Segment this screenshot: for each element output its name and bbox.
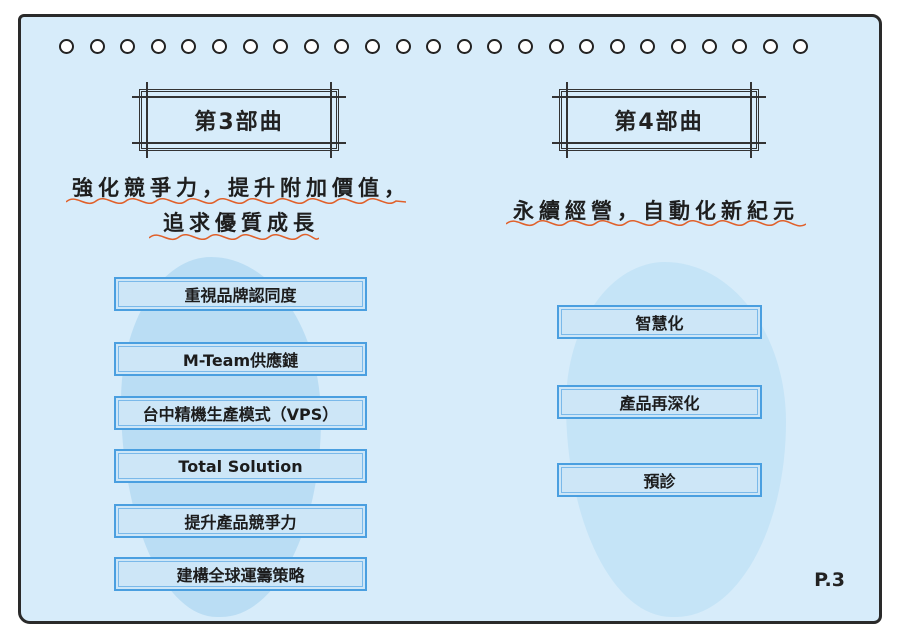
left-heading-squiggle-2 (149, 233, 319, 241)
right-item-label: 產品再深化 (619, 394, 700, 413)
right-title-box: 第4部曲 (552, 82, 766, 158)
right-item: 預診 (557, 463, 762, 497)
binding-hole (181, 39, 197, 54)
binding-hole (609, 39, 625, 54)
binding-hole (518, 39, 533, 54)
binding-hole (487, 39, 503, 54)
left-item-label: Total Solution (178, 456, 303, 476)
binding-hole (395, 39, 411, 54)
binding-hole (762, 39, 778, 54)
right-heading-squiggle (506, 220, 806, 227)
binding-hole (89, 39, 105, 54)
binding-hole (456, 39, 472, 54)
left-item-label: M-Team供應鏈 (182, 351, 299, 370)
left-item-label: 提升產品競爭力 (184, 513, 297, 532)
left-item-label: 建構全球運籌策略 (176, 566, 305, 585)
binding-hole (793, 39, 809, 54)
left-item: 建構全球運籌策略 (114, 557, 367, 591)
binding-hole (701, 39, 717, 54)
page-number: P.3 (814, 569, 845, 591)
notebook-page: 第3部曲 第4部曲 強化競爭力，提升附加價值， 追求優質成長 永續經營，自動化新… (18, 14, 882, 624)
binding-hole (548, 39, 564, 54)
left-title-box: 第3部曲 (132, 82, 346, 158)
left-item: Total Solution (114, 449, 367, 483)
binding-hole (212, 39, 227, 54)
right-title: 第4部曲 (614, 110, 704, 135)
binding-hole (579, 39, 595, 54)
left-item: 提升產品競爭力 (114, 504, 367, 538)
binding-hole (671, 39, 686, 54)
right-heading: 永續經營，自動化新紀元 (513, 199, 799, 223)
left-heading-line2: 追求優質成長 (163, 211, 319, 235)
binding-hole (273, 39, 289, 54)
left-heading-line1: 強化競爭力，提升附加價值， (72, 176, 410, 200)
binding-hole (242, 39, 258, 54)
binding-hole (732, 39, 748, 54)
left-item-label: 重視品牌認同度 (184, 286, 297, 305)
binding-hole (59, 39, 74, 54)
binding-hole (120, 39, 136, 54)
right-item: 智慧化 (557, 305, 762, 339)
left-item: 台中精機生產模式（VPS） (114, 396, 367, 430)
binding-hole (150, 39, 166, 54)
left-item: 重視品牌認同度 (114, 277, 367, 311)
binding-hole (426, 39, 442, 54)
left-item-label: 台中精機生產模式（VPS） (142, 405, 339, 424)
right-item: 產品再深化 (557, 385, 762, 419)
binding-hole (365, 39, 380, 54)
left-title: 第3部曲 (194, 110, 284, 135)
binding-hole (334, 39, 350, 54)
binding-hole (303, 39, 319, 54)
left-item: M-Team供應鏈 (114, 342, 367, 376)
right-item-label: 智慧化 (635, 314, 684, 333)
left-heading-squiggle-1 (66, 198, 406, 205)
binding-hole (640, 39, 656, 54)
right-item-label: 預診 (643, 472, 676, 491)
